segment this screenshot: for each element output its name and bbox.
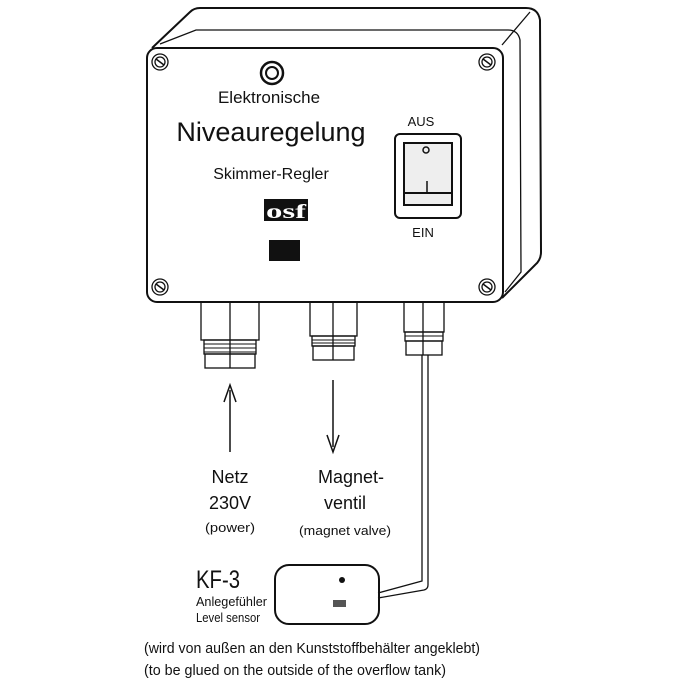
level-sensor [274, 564, 380, 625]
screw-icons [151, 53, 496, 296]
osf-logo: osf [264, 199, 308, 223]
power-cable-gland [200, 301, 260, 369]
device-line1: Elektronische [218, 88, 320, 107]
valve-label-3: (magnet valve) [299, 523, 391, 538]
device-title: Niveauregelung [176, 117, 365, 147]
valve-out-arrow-icon [326, 380, 340, 455]
valve-label-1: Magnet- [318, 467, 384, 487]
sensor-cable [377, 355, 423, 594]
svg-text:osf: osf [266, 201, 307, 223]
led-indicator-icon [259, 60, 285, 86]
power-in-arrow-icon [223, 382, 237, 452]
power-switch[interactable] [394, 133, 462, 219]
power-label-3: (power) [205, 520, 255, 535]
note-de: (wird von außen an den Kunststoffbehälte… [144, 640, 480, 657]
sensor-model: KF-3 [196, 566, 240, 594]
sensor-name-en: Level sensor [196, 610, 261, 625]
note-en: (to be glued on the outside of the overf… [144, 662, 446, 679]
valve-cable-gland [309, 301, 358, 361]
sensor-name-de: Anlegefühler [196, 594, 268, 609]
switch-off-label: AUS [408, 114, 435, 129]
device-subtitle: Skimmer-Regler [213, 166, 329, 183]
sensor-cable-gland [403, 301, 445, 356]
power-label-1: Netz [211, 467, 248, 487]
power-label-2: 230V [209, 493, 251, 513]
enclosure [146, 7, 543, 303]
label-plate [269, 240, 300, 261]
switch-on-label: EIN [412, 225, 434, 240]
valve-label-2: ventil [324, 493, 366, 513]
